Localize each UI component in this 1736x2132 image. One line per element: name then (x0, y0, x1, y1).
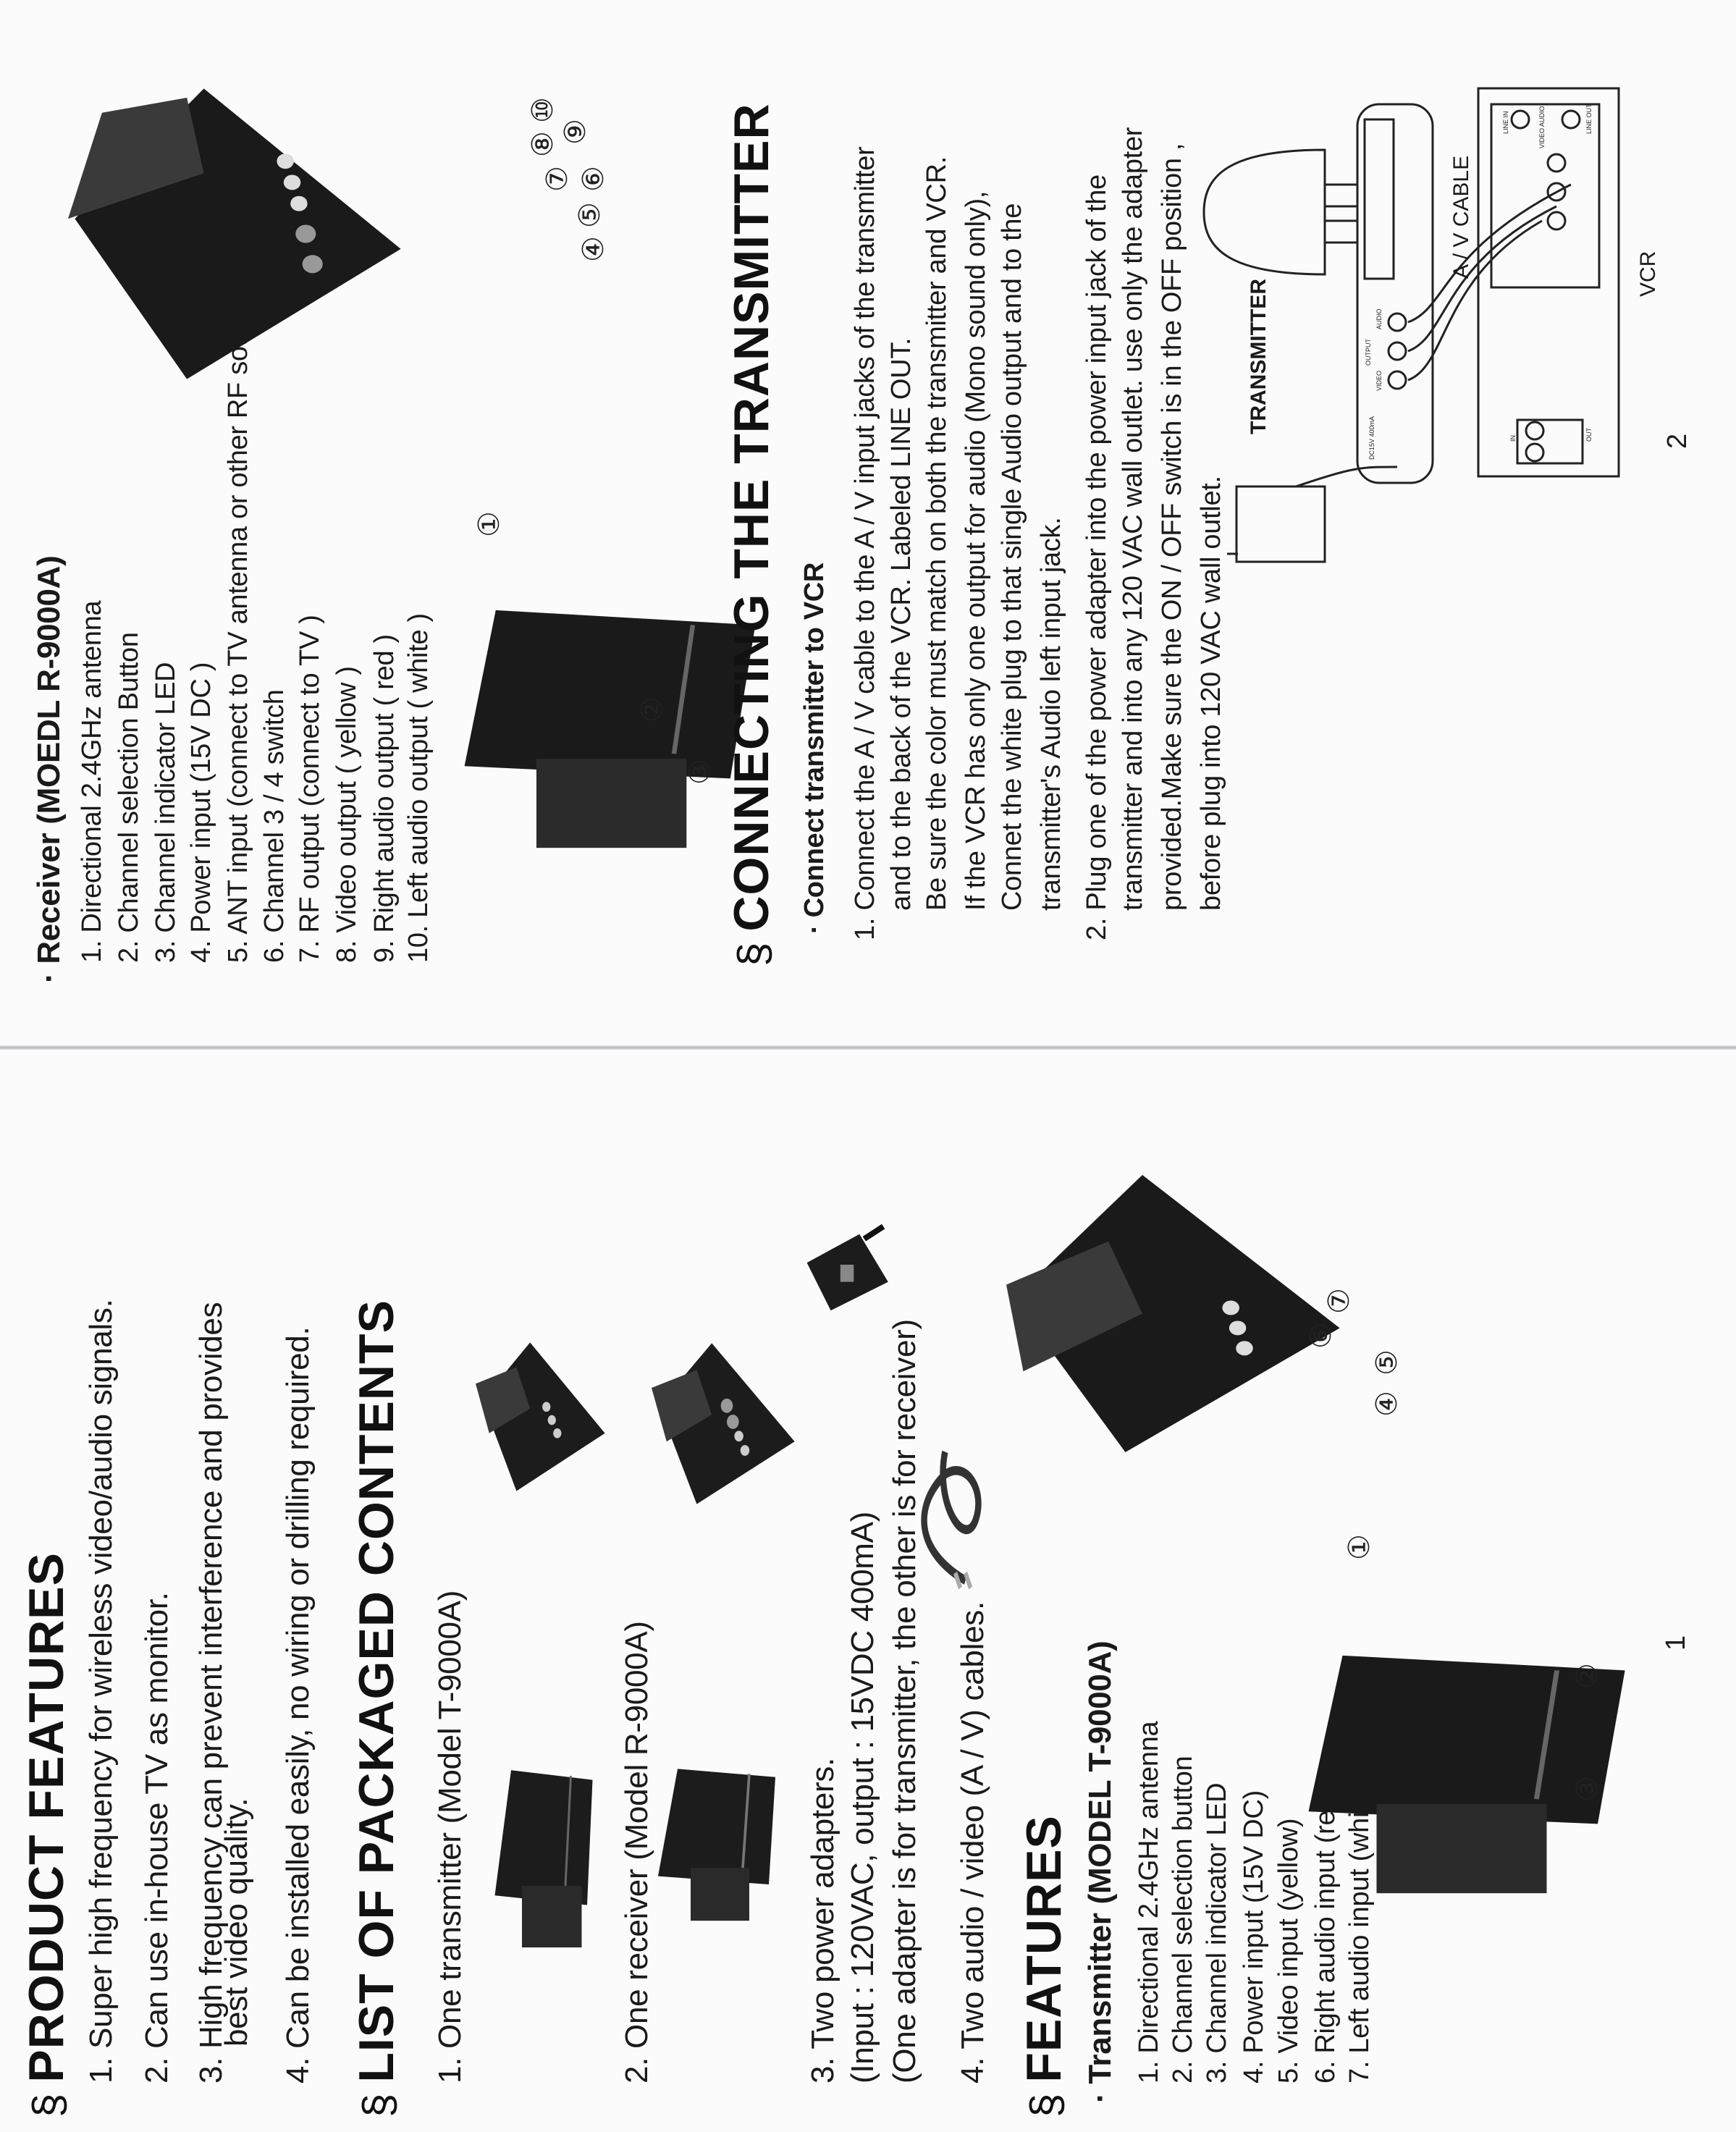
callout-2: ② (1572, 1663, 1604, 1689)
vcr-out-label: OUT (1585, 428, 1593, 442)
instruction-line: transmitter and into any 120 VAC wall ou… (1118, 127, 1148, 911)
page-number: 2 (1662, 434, 1693, 449)
content-item-detail: (One adapter is for transmitter, the oth… (887, 1319, 922, 2083)
feature-item-cont: best video quality. (219, 1798, 254, 2047)
av-cable (1407, 183, 1572, 382)
transmitter-label: TRANSMITTER (1247, 279, 1271, 434)
title-text: PRODUCT FEATURES (19, 1552, 74, 2083)
receiver-item: 2. Channel selection Button (114, 632, 144, 963)
page-number: 1 (1661, 1635, 1691, 1651)
diagram-drawing (1202, 87, 1620, 563)
antenna-outline (1202, 148, 1326, 276)
callout-8: ⑧ (527, 131, 559, 157)
transmitter-large-back-image (1006, 1174, 1340, 1453)
callout-5: ⑤ (574, 202, 606, 228)
transmitter-feature-item: 4. Power input (15V DC) (1239, 1790, 1269, 2083)
receiver-back-image (652, 1343, 795, 1504)
callout-7: ⑦ (542, 166, 573, 192)
transmitter-feature-item: 3. Channel indicator LED (1202, 1782, 1232, 2083)
instruction-line: 1. Connect the A / V cable to the A / V … (850, 146, 880, 940)
transmitter-body (1356, 103, 1434, 484)
title-text: FEATURES (1016, 1815, 1071, 2083)
callout-9: ⑨ (560, 119, 591, 145)
connect-subheading: · Connect transmitter to VCR (799, 562, 830, 934)
vcr-box (1477, 87, 1620, 478)
receiver-item: 3. Channel indicator LED (151, 662, 181, 963)
content-item: 4. Two audio / video (A / V) cables. (955, 1601, 990, 2083)
vcr-video-audio-label: VIDEO AUDIO (1538, 106, 1546, 148)
receiver-item: 10. Left audio output ( white ) (403, 613, 434, 963)
content-item: 3. Two power adapters. (805, 1758, 840, 2083)
callout-7: ⑦ (1323, 1288, 1355, 1314)
power-adapter-box (1235, 485, 1326, 563)
content-item: 1. One transmitter (Model T-9000A) (432, 1590, 468, 2083)
callout-1: ① (473, 511, 505, 537)
callout-2: ② (636, 696, 668, 722)
section-symbol: § (729, 941, 778, 966)
receiver-item: 7. RF output (connect to TV ) (295, 615, 325, 963)
title-text: LIST OF PACKAGED CONTENTS (349, 1299, 404, 2083)
callout-3: ③ (1572, 1776, 1604, 1802)
instruction-line: and to the back of the VCR. Labeled LINE… (886, 337, 917, 911)
power-adapter-image (806, 1224, 888, 1311)
transmitter-feature-item: 1. Directional 2.4GHz antenna (1134, 1721, 1164, 2083)
receiver-item: 1. Directional 2.4GHz antenna (77, 600, 107, 963)
callout-3: ③ (684, 759, 716, 785)
page-fold-line (0, 1045, 1736, 1050)
vcr-in-label: IN (1509, 435, 1517, 442)
tx-video-label: VIDEO (1375, 370, 1383, 391)
section-title-product-features: § PRODUCT FEATURES (19, 1552, 74, 2118)
callout-10: ⑩ (527, 97, 559, 123)
vcr-line-in-label: LINE IN (1502, 111, 1509, 134)
receiver-item: 6. Channel 3 / 4 switch (259, 689, 290, 963)
receiver-item: 9. Right audio output ( red ) (369, 634, 400, 963)
section-title-features: § FEATURES (1016, 1815, 1071, 2118)
av-cable-label: A / V CABLE (1449, 155, 1473, 279)
instruction-line: 2. Plug one of the power adapter into th… (1082, 174, 1112, 940)
content-item-detail: (Input : 120VAC, output : 15VDC 400mA) (845, 1512, 880, 2083)
callout-4: ④ (578, 236, 610, 262)
transmitter-back-image (476, 1342, 605, 1491)
receiver-front-image (658, 1769, 775, 1921)
callout-5: ⑤ (1371, 1349, 1403, 1375)
av-cable-image (921, 1450, 982, 1590)
transmitter-large-front-image (1308, 1655, 1625, 1894)
section-symbol: § (354, 2092, 403, 2118)
vcr-label: VCR (1636, 250, 1660, 297)
receiver-heading: · Receiver (MOEDL R-9000A) (31, 555, 67, 983)
feature-item: 1. Super high frequency for wireless vid… (83, 1299, 119, 2083)
section-symbol: § (1021, 2092, 1070, 2118)
instruction-line: Be sure the color must match on both the… (922, 156, 952, 911)
content-item: 2. One receiver (Model R-9000A) (619, 1621, 654, 2083)
transmitter-front-image (494, 1770, 593, 1948)
callout-6: ⑥ (578, 166, 610, 192)
feature-item: 4. Can be installed easily, no wiring or… (280, 1326, 316, 2083)
callout-1: ① (1344, 1534, 1375, 1560)
title-text: CONNECTING THE TRANSMITTER (724, 103, 779, 932)
receiver-item: 4. Power input (15V DC ) (186, 662, 216, 963)
power-cord (1295, 465, 1398, 488)
receiver-large-front-image (464, 610, 756, 848)
section-title-connecting: § CONNECTING THE TRANSMITTER (724, 103, 779, 966)
tx-dc-label: DC15V 400mA (1368, 416, 1375, 460)
receiver-item: 8. Video output ( yellow ) (332, 666, 362, 963)
transmitter-features-heading: · Transmitter (MODEL T-9000A) (1082, 1640, 1118, 2103)
vcr-line-out-label: LINE OUT (1585, 104, 1593, 134)
instruction-line: transmitter's Audio left input jack. (1036, 517, 1066, 911)
receiver-large-back-image (68, 88, 401, 379)
callout-6: ⑥ (1305, 1323, 1337, 1349)
section-symbol: § (24, 2092, 72, 2118)
instruction-line: Connet the white plug to that single Aud… (997, 203, 1027, 911)
callout-4: ④ (1371, 1391, 1403, 1417)
instruction-line: If the VCR has only one output for audio… (961, 190, 991, 911)
tx-output-label: OUTPUT (1365, 339, 1372, 366)
instruction-line: provided.Make sure the ON / OFF switch i… (1157, 143, 1187, 911)
section-title-packaged-contents: § LIST OF PACKAGED CONTENTS (349, 1299, 404, 2118)
transmitter-feature-item: 2. Channel selection button (1168, 1756, 1198, 2083)
feature-item: 2. Can use in-house TV as monitor. (139, 1592, 174, 2083)
tx-audio-label: AUDIO (1375, 308, 1383, 329)
